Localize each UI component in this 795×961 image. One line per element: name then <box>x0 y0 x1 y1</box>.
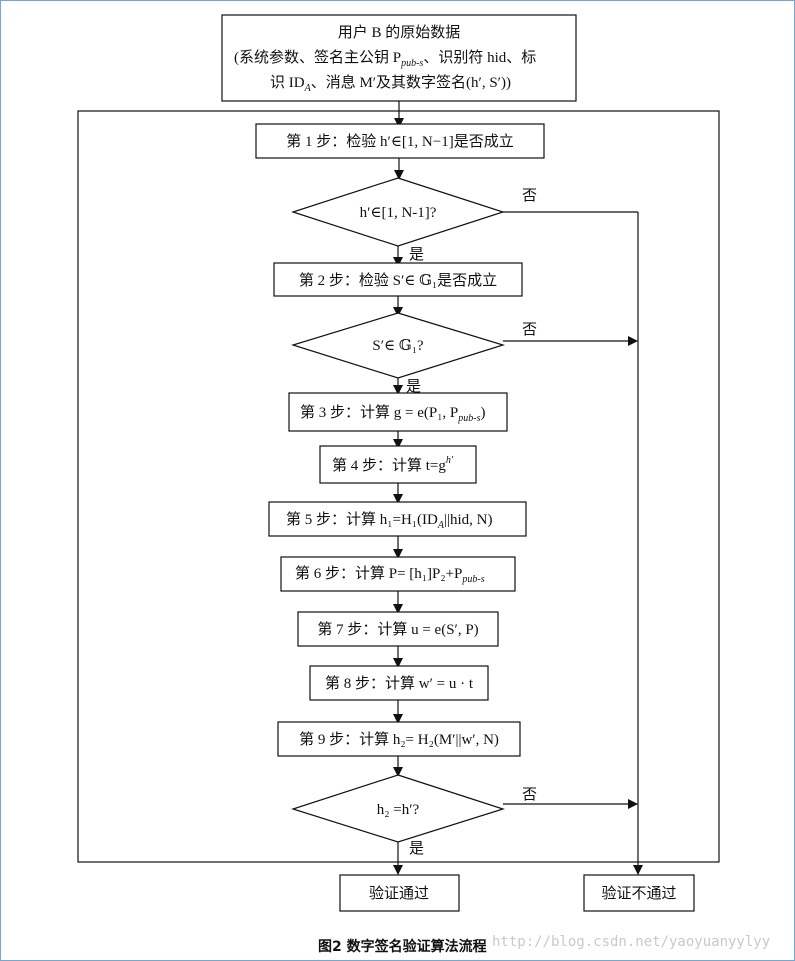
no3-label: 否 <box>522 787 537 803</box>
decision2-text: S′∈ 𝔾₁? <box>372 338 424 354</box>
step8-text: 第 8 步：计算 w′ = u · t <box>325 674 474 692</box>
input-data-box <box>221 14 577 102</box>
step4-text: 第 4 步：计算 t=gh′ <box>332 455 454 474</box>
step3-text: 第 3 步：计算 g = e(P₁, Ppub-s) <box>300 403 486 424</box>
step9-text: 第 9 步：计算 h₂= H₂(M′||w′, N) <box>299 730 499 748</box>
yes2-label: 是 <box>406 379 421 395</box>
header-line2: (系统参数、签名主公钥 Ppub-s、识别符 hid、标 <box>234 49 536 69</box>
decision3-text: h₂ =h′? <box>377 802 420 818</box>
yes1-label: 是 <box>409 247 424 263</box>
header-line3: 识 IDA、消息 M′及其数字签名(h′, S′)) <box>270 74 511 94</box>
pass-box <box>339 874 460 912</box>
step9-box <box>277 721 521 757</box>
step2-box <box>273 262 523 297</box>
decision1-text: h′∈[1, N-1]? <box>360 205 437 221</box>
watermark-text: http://blog.csdn.net/yaoyuanyylyy <box>492 934 770 950</box>
step3-box <box>288 392 508 432</box>
step7-text: 第 7 步：计算 u = e(S′, P) <box>317 620 478 638</box>
no1-label: 否 <box>522 188 537 204</box>
step8-box <box>309 665 489 701</box>
step1-text: 第 1 步：检验 h′∈[1, N−1]是否成立 <box>286 132 513 150</box>
header-line1: 用户 B 的原始数据 <box>338 24 461 41</box>
yes3-label: 是 <box>409 841 424 857</box>
pass-text: 验证通过 <box>369 885 429 902</box>
figure-caption: 图2 数字签名验证算法流程 <box>318 938 487 955</box>
step5-text: 第 5 步：计算 h₁=H₁(IDA||hid, N) <box>286 510 492 531</box>
step1-box <box>255 123 545 159</box>
step7-box <box>297 611 499 647</box>
step6-box <box>280 556 516 592</box>
step6-text: 第 6 步：计算 P= [h₁]P₂+Ppub-s <box>295 564 485 585</box>
step2-text: 第 2 步：检验 S′∈ 𝔾₁是否成立 <box>299 271 497 289</box>
fail-text: 验证不通过 <box>601 885 676 902</box>
fail-box <box>583 874 695 912</box>
step5-box <box>268 501 527 537</box>
no2-label: 否 <box>522 322 537 338</box>
